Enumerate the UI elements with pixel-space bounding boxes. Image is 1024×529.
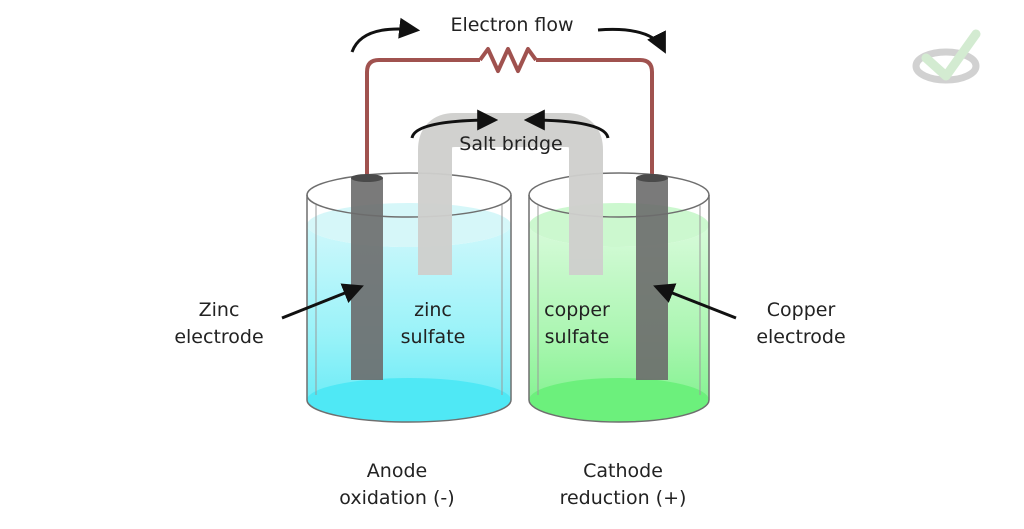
salt-bridge (418, 113, 603, 275)
salt-bridge-arrow-right (523, 109, 610, 139)
electron-flow-arrow-right (597, 27, 666, 54)
zinc-electrode-label: Zinc electrode (174, 299, 264, 348)
zinc-electrode-pointer-arrow (281, 283, 364, 320)
copper-electrode-label: Copper electrode (756, 299, 846, 348)
salt-bridge-arrow-left (410, 109, 499, 139)
copper-electrode-rod (636, 174, 668, 380)
zinc-solution-bottom (307, 378, 511, 422)
electron-flow-arrow-left (350, 17, 421, 53)
copper-solution-surface (529, 203, 709, 247)
zinc-solution-surface (307, 203, 511, 247)
check-logo-icon (912, 29, 981, 84)
electron-flow-label: Electron flow (450, 14, 574, 36)
zinc-sulfate-label: zinc sulfate (400, 299, 466, 348)
resistor-icon (478, 47, 538, 73)
salt-bridge-label: Salt bridge (459, 133, 563, 155)
external-wire (365, 47, 654, 180)
zinc-electrode-rod (351, 174, 383, 380)
copper-solution-bottom (529, 378, 709, 422)
copper-electrode-pointer-arrow (653, 283, 737, 320)
anode-label: Anode oxidation (-) (339, 460, 455, 509)
cathode-label: Cathode reduction (+) (559, 460, 687, 509)
copper-sulfate-label: copper sulfate (544, 299, 610, 348)
